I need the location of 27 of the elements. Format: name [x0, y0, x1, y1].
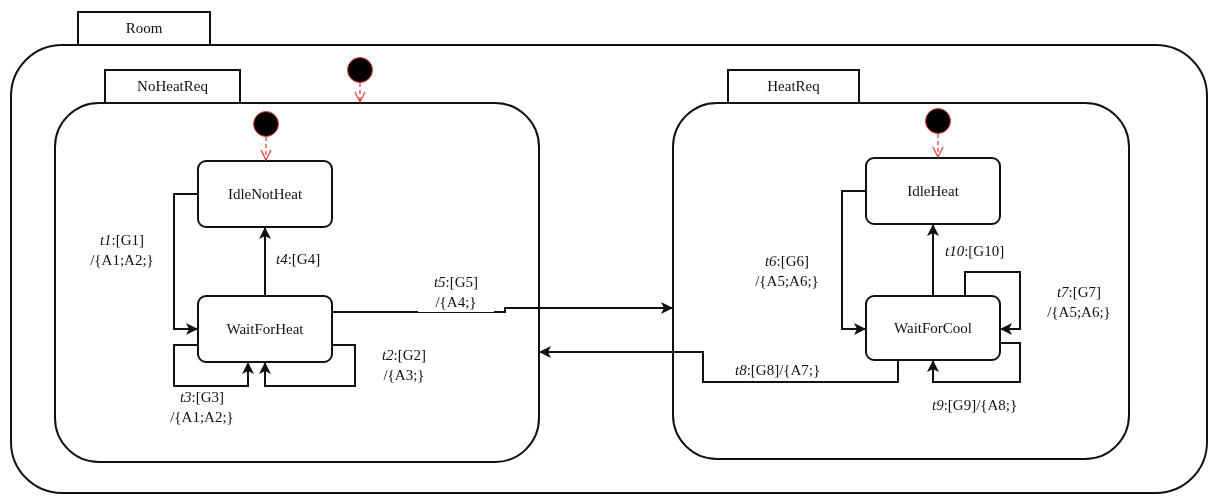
state-name: IdleHeat — [907, 182, 959, 200]
transition-arrow — [173, 344, 254, 387]
transition-arrow — [932, 133, 944, 158]
state-box — [197, 295, 333, 363]
state-name-tab: HeatReq — [727, 69, 860, 102]
state-name-tab: NoHeatReq — [104, 69, 241, 102]
transition-arrow — [927, 342, 1021, 383]
transition-arrow — [964, 271, 1021, 335]
transition-arrow — [259, 344, 356, 387]
state-box — [865, 295, 1001, 361]
transition-arrow — [332, 302, 673, 314]
transition-arrow — [927, 224, 939, 296]
transition-arrow — [260, 136, 272, 161]
state-name: WaitForHeat — [226, 320, 304, 338]
transition-arrow — [539, 346, 899, 383]
transition-arrow — [354, 82, 366, 103]
initial-state-dot — [253, 111, 279, 137]
initial-state-dot — [347, 57, 373, 83]
transition-arrow — [841, 190, 866, 335]
transition-arrow — [259, 227, 271, 296]
state-name: IdleNotHeat — [227, 185, 303, 203]
initial-state-dot — [925, 108, 951, 134]
state-box — [197, 160, 333, 228]
state-name-tab: Room — [77, 11, 211, 44]
state-name: WaitForCool — [894, 319, 972, 337]
transition-arrow — [173, 193, 198, 335]
state-box — [865, 157, 1001, 225]
